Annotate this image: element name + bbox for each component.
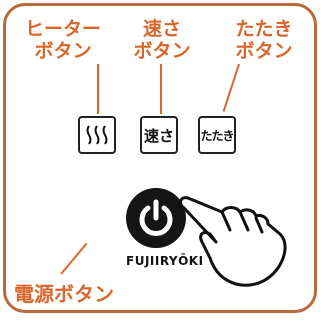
pointing-hand-icon xyxy=(179,196,287,287)
speed-callout-line2: ボタン xyxy=(133,40,191,62)
heater-button[interactable] xyxy=(78,116,116,154)
tapping-callout-line2: ボタン xyxy=(235,40,293,62)
tapping-button-callout: たたき ボタン xyxy=(224,18,304,62)
heat-waves-icon xyxy=(86,125,108,145)
heater-callout-line2: ボタン xyxy=(34,40,92,62)
speed-callout-line1: 速さ xyxy=(142,18,181,40)
brand-logo-text: FUJIIRYŌKI xyxy=(126,254,204,268)
power-button-callout: 電源ボタン xyxy=(14,282,114,306)
speed-button-label: 速さ xyxy=(143,126,174,145)
speed-button-callout: 速さ ボタン xyxy=(124,18,200,62)
speed-leader-line xyxy=(160,64,162,114)
tapping-button-label: たたき xyxy=(200,128,234,143)
tapping-button[interactable]: たたき xyxy=(198,116,236,154)
tapping-callout-line1: たたき xyxy=(235,18,293,40)
speed-button[interactable]: 速さ xyxy=(140,116,178,154)
power-icon xyxy=(139,199,173,236)
heater-button-callout: ヒーター ボタン xyxy=(18,18,108,62)
heater-callout-line1: ヒーター xyxy=(24,18,101,40)
heater-leader-line xyxy=(97,64,99,114)
power-button[interactable] xyxy=(126,188,186,248)
